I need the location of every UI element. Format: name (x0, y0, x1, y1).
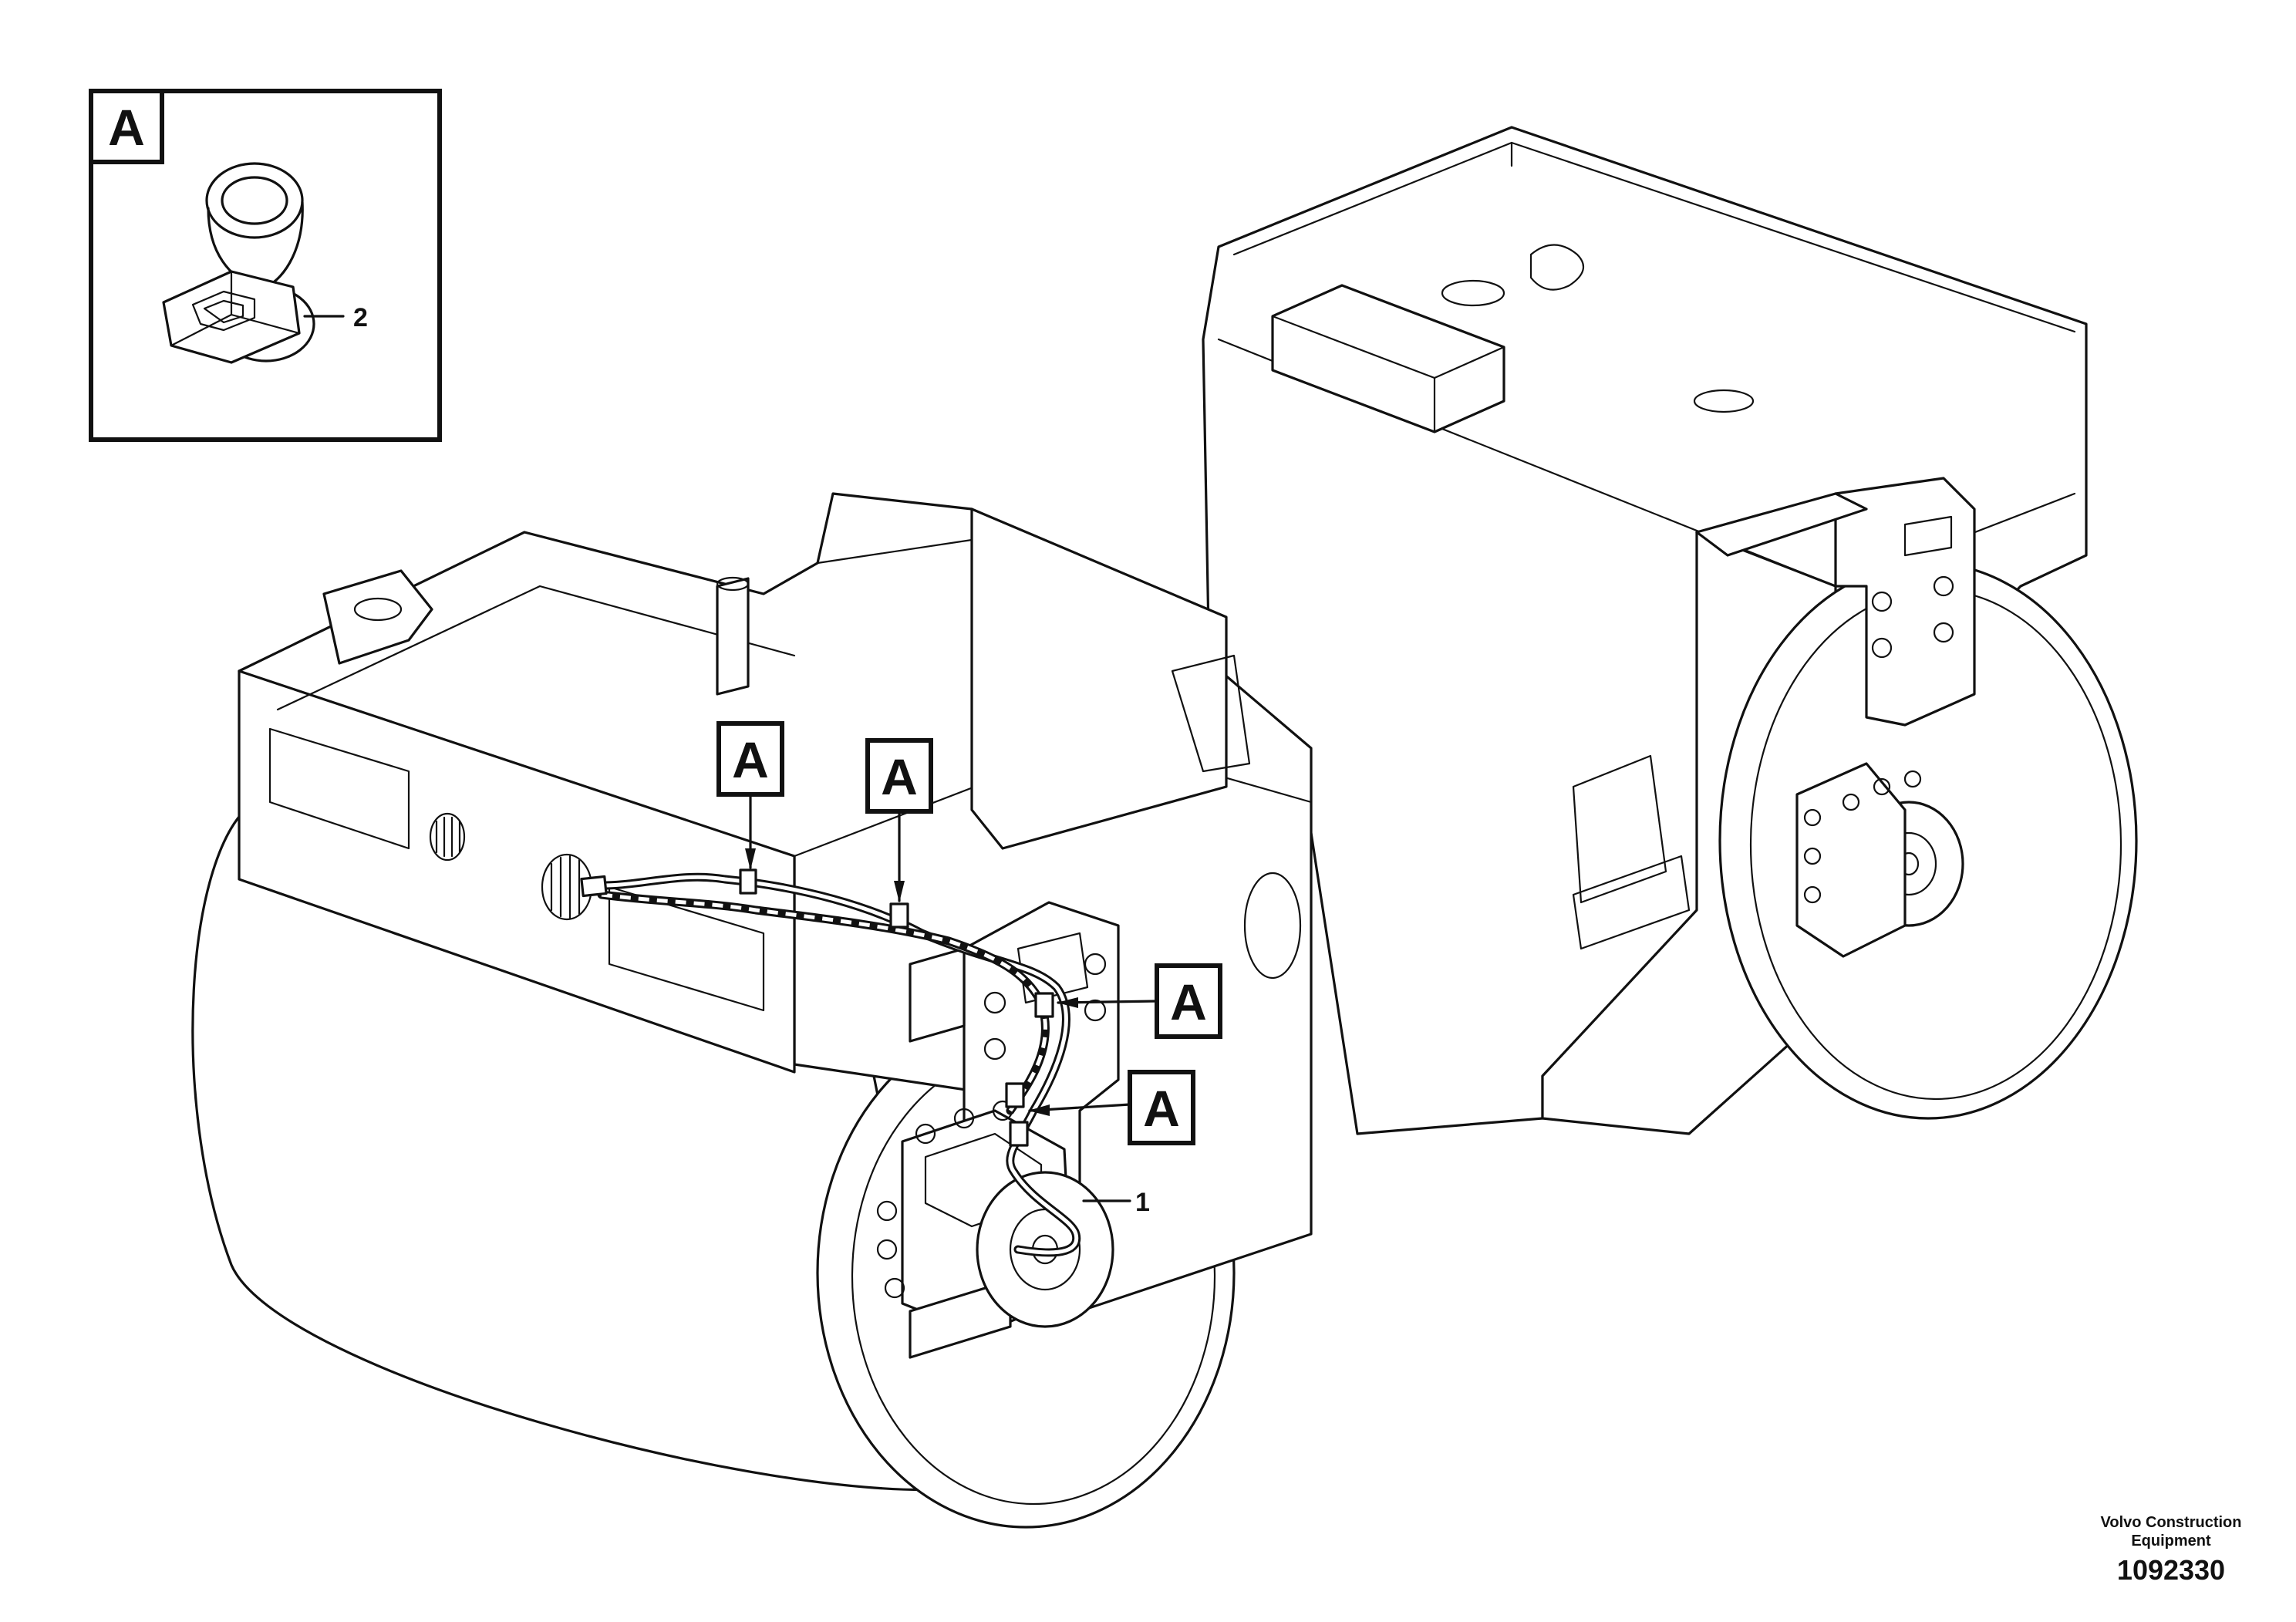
clamp-icon (162, 162, 315, 364)
detail-inset-a: A 2 (89, 89, 442, 442)
svg-text:A: A (1143, 1080, 1180, 1137)
vent-grille (429, 812, 593, 921)
svg-text:A: A (881, 748, 918, 805)
svg-text:A: A (732, 731, 769, 788)
inset-label: A (108, 99, 145, 156)
front-hub-assembly (876, 901, 1120, 1359)
credit-block: Volvo Construction Equipment 1092330 (2101, 1514, 2242, 1586)
credit-line-2: Equipment (2131, 1533, 2211, 1549)
item-1-callout: 1 (1082, 1188, 1150, 1217)
callout-a-4: A (1028, 1070, 1195, 1145)
callout-a-2: A (865, 738, 933, 902)
svg-text:A: A (1170, 973, 1207, 1030)
rear-frame (1202, 126, 2138, 1135)
item-number-1: 1 (1135, 1188, 1150, 1217)
credit-line-1: Volvo Construction (2101, 1514, 2242, 1531)
drawing-number: 1092330 (2117, 1554, 2225, 1586)
item-number-2: 2 (353, 303, 368, 332)
callout-a-3: A (1057, 963, 1222, 1039)
hose-assembly (580, 868, 1081, 1257)
callout-a-1: A (716, 721, 784, 870)
